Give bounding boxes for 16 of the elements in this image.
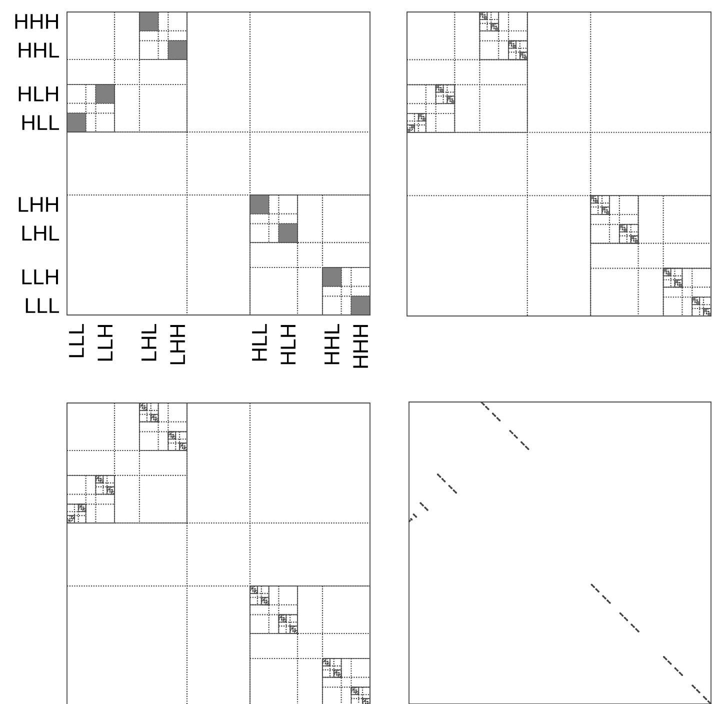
row-label: LLL	[26, 298, 60, 313]
row-label: HHL	[18, 42, 60, 58]
row-label: LLH	[22, 270, 58, 284]
row-label: LHL	[22, 226, 60, 240]
column-label: HLL	[252, 324, 267, 361]
row-label: HLH	[18, 86, 58, 102]
column-label: LHH	[170, 325, 185, 364]
row-label: HLL	[22, 115, 60, 130]
row-label: LHH	[18, 197, 58, 212]
row-label: HHH	[15, 14, 58, 29]
column-label: LHL	[142, 324, 156, 361]
column-label: LLL	[69, 324, 84, 358]
column-label: LLH	[98, 325, 112, 361]
column-label: HHH	[353, 325, 368, 368]
column-label: HHL	[324, 324, 340, 364]
column-label: HLH	[280, 325, 296, 364]
